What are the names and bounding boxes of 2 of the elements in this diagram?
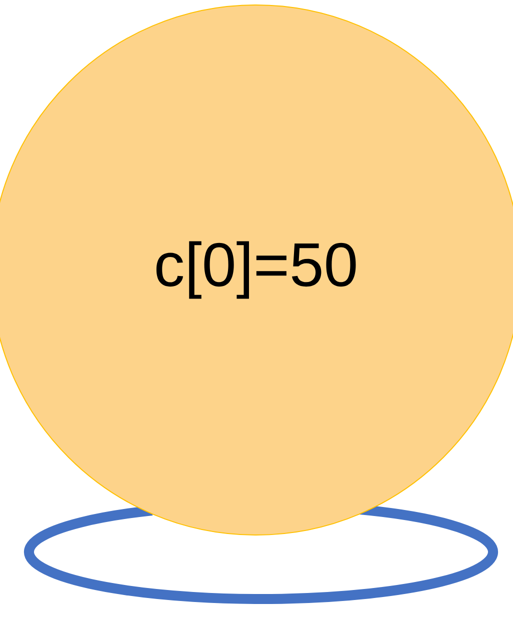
circle-node: c[0]=50	[0, 4, 513, 536]
ellipse-ring	[24, 504, 498, 604]
